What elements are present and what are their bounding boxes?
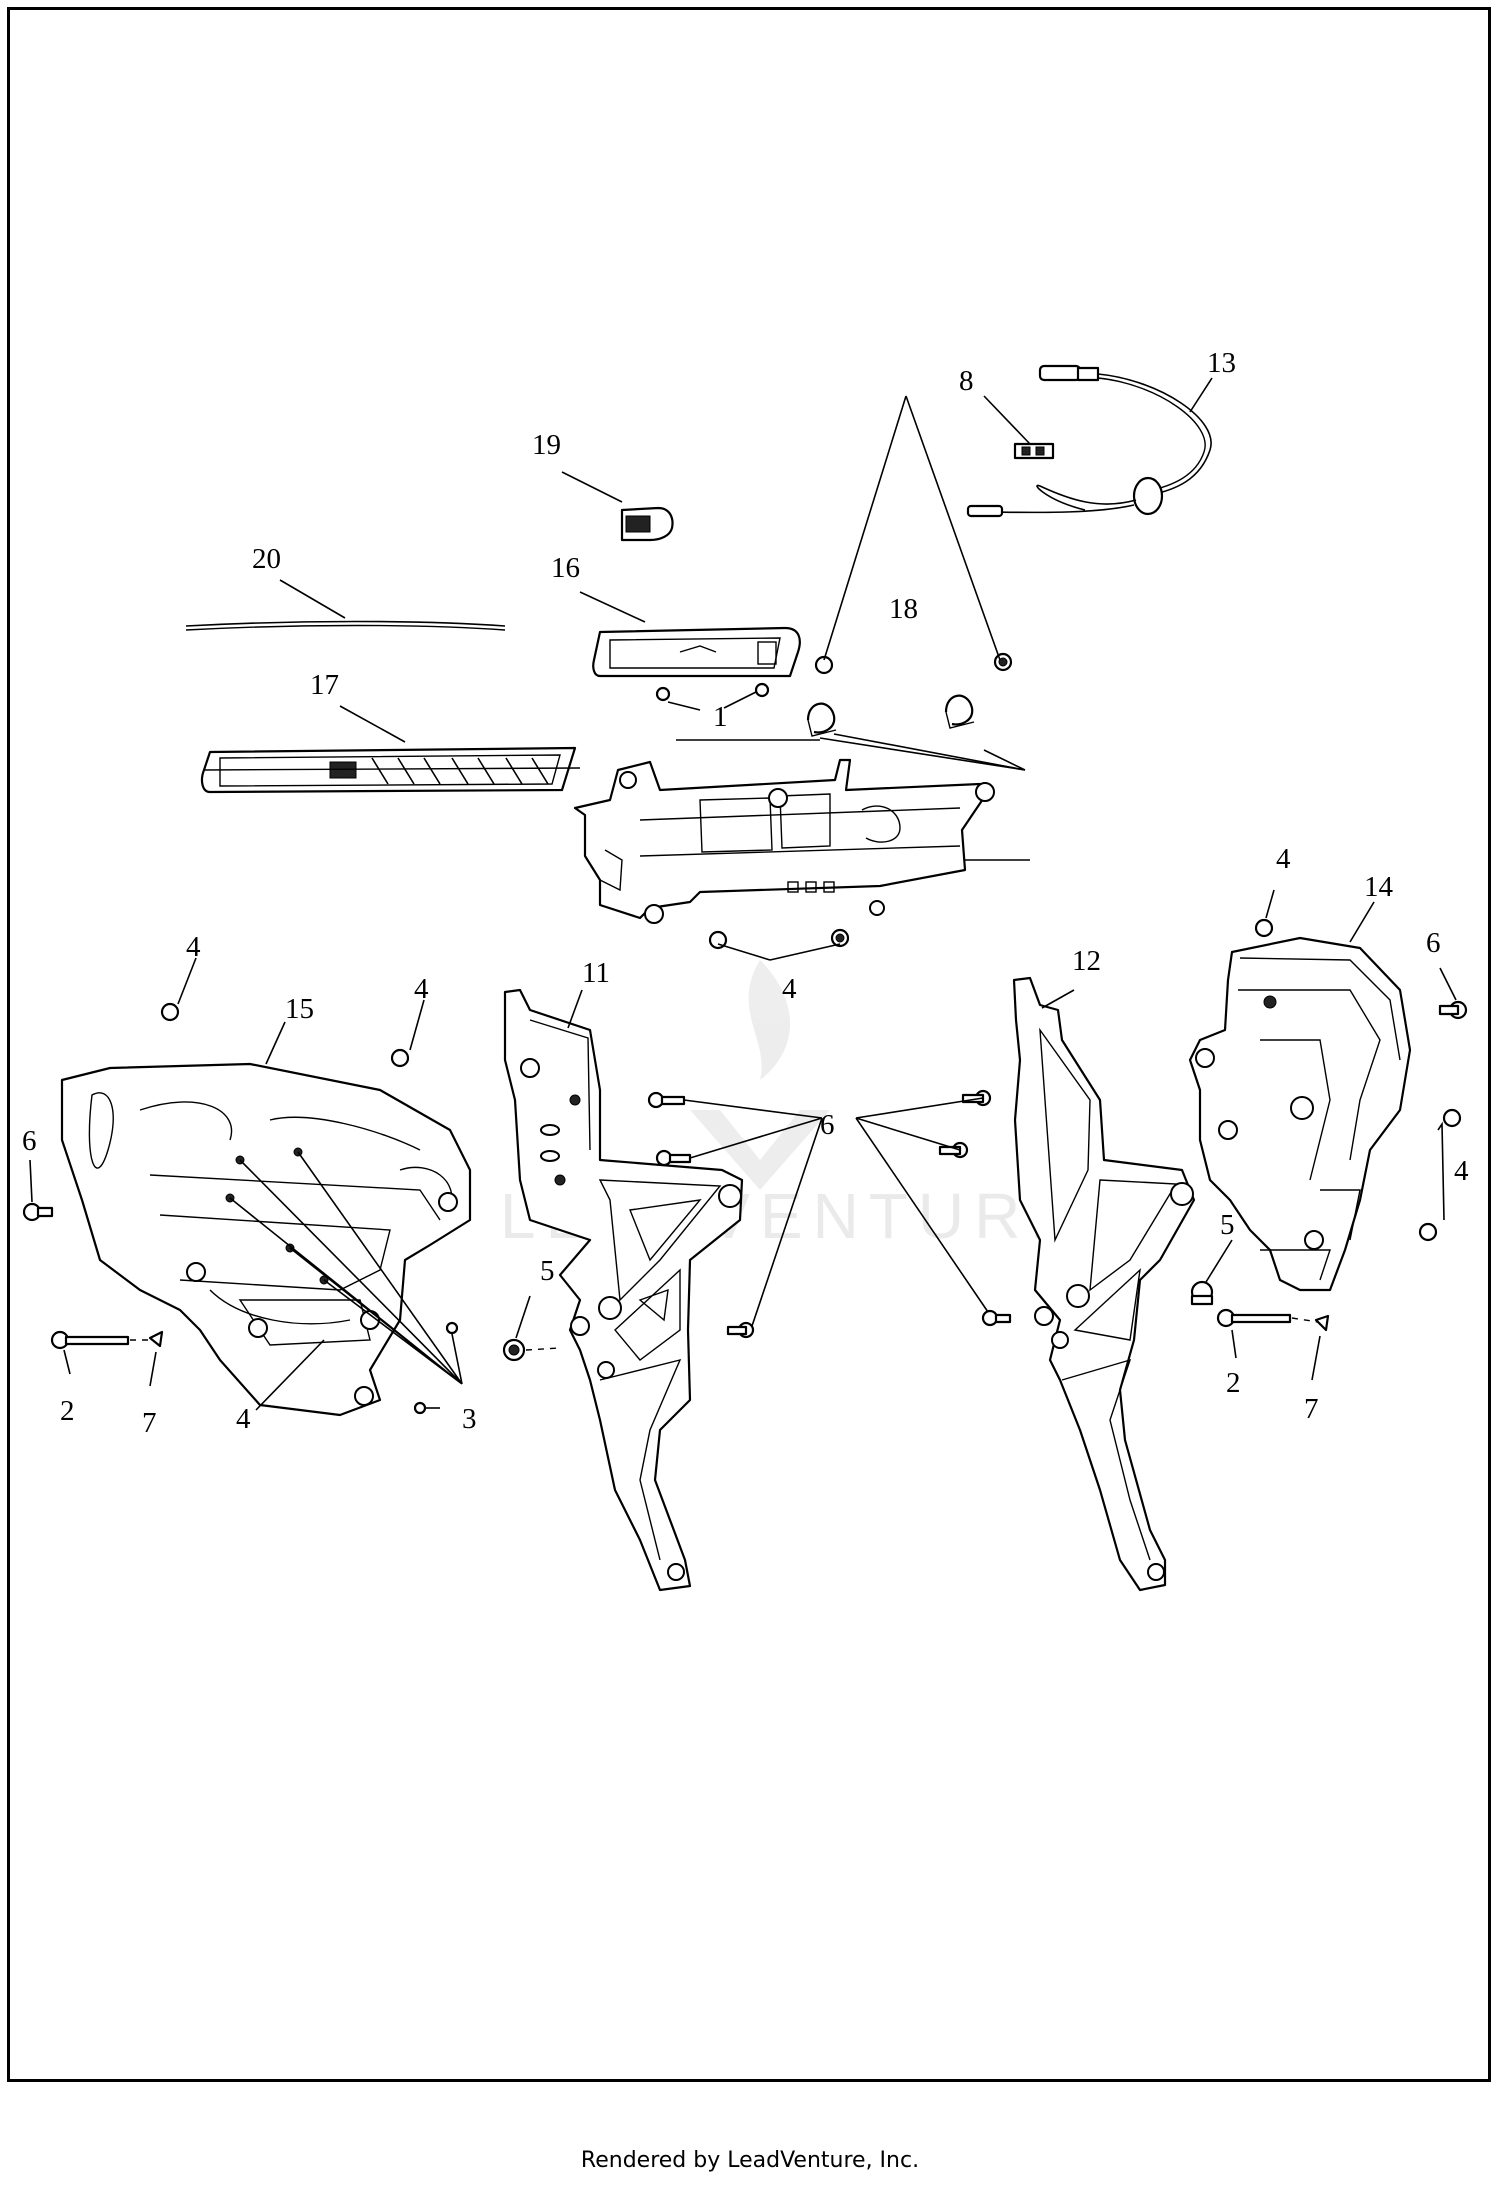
seal-strip-part-18 [185, 620, 506, 631]
callout-5-left: 5 [540, 1255, 555, 1287]
callout-8: 8 [959, 365, 974, 397]
bolt-part-4-right [1254, 918, 1462, 1242]
fastener-part-1 [655, 682, 770, 702]
screw-part-2-left [50, 1330, 150, 1350]
vented-cover-part-15 [200, 746, 581, 794]
left-cover-part-13 [60, 1062, 472, 1417]
screw-part-2-right [1216, 1308, 1319, 1328]
leader-lines [29, 377, 1457, 1411]
nut-part-5-right [1190, 1280, 1214, 1306]
callout-7-right: 7 [1304, 1393, 1319, 1425]
callout-7-left: 7 [142, 1407, 157, 1439]
callout-4-center: 4 [782, 973, 797, 1005]
bolt-part-4-center [708, 928, 850, 950]
callout-4-left-bottom: 4 [236, 1403, 251, 1435]
bolt-part-4-left [160, 1002, 410, 1068]
callout-4-top-right: 4 [1276, 843, 1291, 875]
diagram-frame [7, 7, 1491, 2082]
sensor-harness-part-11 [966, 364, 1212, 518]
callout-15: 17 [310, 669, 339, 701]
connector-part-17 [620, 506, 674, 542]
callout-labels: 8 13 19 20 16 18 17 1 4 14 6 4 4 11 12 4… [22, 347, 1469, 1439]
callout-6-right: 6 [1426, 927, 1441, 959]
clip-part-8 [1013, 442, 1055, 460]
callout-6-left: 6 [22, 1125, 37, 1157]
bolt-part-6-left [22, 1202, 54, 1222]
pad-part-19 [676, 694, 975, 741]
bolt-part-6-right [1438, 1000, 1468, 1020]
left-bracket-part-9 [503, 988, 744, 1592]
callout-17: 19 [532, 429, 561, 461]
right-cover-part-12 [1188, 936, 1412, 1292]
callout-14: 16 [551, 552, 580, 584]
callout-2-left: 2 [60, 1395, 75, 1427]
callout-16: 18 [889, 593, 918, 625]
callout-4-right: 4 [1454, 1155, 1469, 1187]
callout-4-left-mid: 4 [414, 973, 429, 1005]
callout-4-left-top: 4 [186, 931, 201, 963]
callout-10: 12 [1072, 945, 1101, 977]
callout-11: 13 [1207, 347, 1236, 379]
washer-part-7-right [1314, 1314, 1330, 1332]
footer-credit: Rendered by LeadVenture, Inc. [580, 2148, 920, 2173]
callout-9: 11 [582, 957, 610, 989]
callout-12: 14 [1364, 871, 1394, 903]
callout-18: 20 [252, 543, 281, 575]
callout-6-center: 6 [820, 1109, 835, 1141]
washer-part-7-left [148, 1330, 164, 1348]
callout-13: 15 [285, 993, 314, 1025]
bolt-part-6-center [647, 1089, 1012, 1339]
right-bracket-part-10 [1012, 976, 1196, 1592]
nut-part-5-left [502, 1338, 561, 1362]
callout-1: 1 [713, 701, 728, 733]
callout-3: 3 [462, 1403, 477, 1435]
callout-5-right: 5 [1220, 1209, 1235, 1241]
cover-part-14 [592, 626, 801, 678]
callout-2-right: 2 [1226, 1367, 1241, 1399]
nut-part-16 [814, 652, 1013, 675]
tray-bracket-part-20 [573, 758, 995, 924]
